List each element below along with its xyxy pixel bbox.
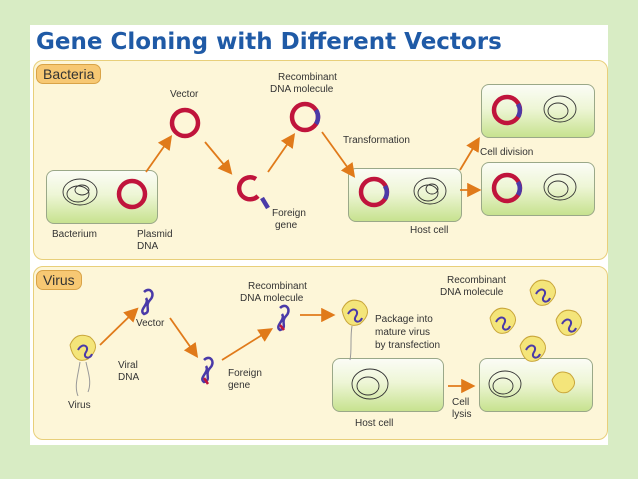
label-host-cell-bacteria: Host cell — [410, 225, 449, 236]
virus-tag: Virus — [36, 270, 82, 290]
label-plasmid-dna-1: Plasmid — [137, 229, 173, 240]
label-cell-lysis-1: Cell — [452, 397, 470, 408]
page-title: Gene Cloning with Different Vectors — [36, 29, 502, 55]
label-recombinant-virus-1b: DNA molecule — [240, 293, 304, 304]
arrow-vector-to-foreign — [169, 317, 199, 358]
bacteria-tag: Bacteria — [36, 64, 102, 84]
viral-vector-dna — [141, 288, 154, 316]
plasmid-in-bacterium — [116, 178, 148, 210]
label-viral-dna-2: DNA — [118, 372, 140, 383]
label-host-cell-virus: Host cell — [355, 418, 394, 429]
label-vector-bacteria: Vector — [170, 89, 199, 100]
arrow-virus-to-vector — [99, 307, 139, 346]
label-cell-lysis-2: lysis — [452, 409, 472, 420]
recombinant-plasmid — [289, 101, 321, 133]
label-vector-virus: Vector — [136, 318, 165, 329]
label-transformation: Transformation — [343, 135, 410, 146]
label-recombinant-virus-2b: DNA molecule — [440, 287, 504, 298]
vector-plasmid — [169, 107, 201, 139]
label-package-2: mature virus — [375, 327, 431, 338]
host-chromosome — [413, 177, 447, 205]
label-cell-division: Cell division — [480, 147, 534, 158]
arrow-cut-to-recombinant — [267, 133, 296, 173]
arrow-division-up — [459, 136, 480, 171]
host-plasmid — [358, 176, 390, 208]
label-virus: Virus — [68, 400, 91, 411]
virus-host-chromosome — [351, 368, 389, 400]
label-viral-dna-1: Viral — [118, 360, 138, 371]
bacteria-arrows — [145, 131, 482, 198]
released-viruses — [489, 279, 582, 394]
label-recombinant-bacteria-2: DNA molecule — [270, 84, 334, 95]
foreign-gene-fragment — [260, 196, 270, 210]
label-package-1: Package into — [375, 314, 433, 325]
label-recombinant-virus-1a: Recombinant — [248, 281, 307, 292]
virus-arrows — [99, 307, 476, 394]
arrow-vector-to-cut — [204, 141, 233, 175]
label-foreign-gene-bacteria-2: gene — [275, 220, 298, 231]
label-plasmid-dna-2: DNA — [137, 241, 159, 252]
label-bacterium: Bacterium — [52, 229, 98, 240]
lysed-cell-chromosome — [488, 370, 522, 398]
packaged-virus — [341, 299, 368, 361]
label-package-3: by transfection — [375, 340, 441, 351]
label-foreign-gene-virus-1: Foreign — [228, 368, 262, 379]
label-recombinant-virus-2a: Recombinant — [447, 275, 506, 286]
arrow-plasmid-to-vector — [145, 135, 173, 173]
bacterium-chromosome — [62, 178, 98, 206]
label-foreign-gene-bacteria-1: Foreign — [272, 208, 306, 219]
arrow-transformation — [321, 131, 356, 178]
label-recombinant-bacteria-1: Recombinant — [278, 72, 337, 83]
recombinant-viral-dna — [277, 304, 290, 332]
label-foreign-gene-virus-2: gene — [228, 380, 251, 391]
foreign-gene-dna — [201, 356, 214, 384]
cut-plasmid — [236, 175, 260, 202]
virus-particle — [69, 334, 96, 397]
host-cell-bacteria — [348, 168, 462, 222]
arrow-foreign-to-recombinant — [221, 328, 274, 361]
